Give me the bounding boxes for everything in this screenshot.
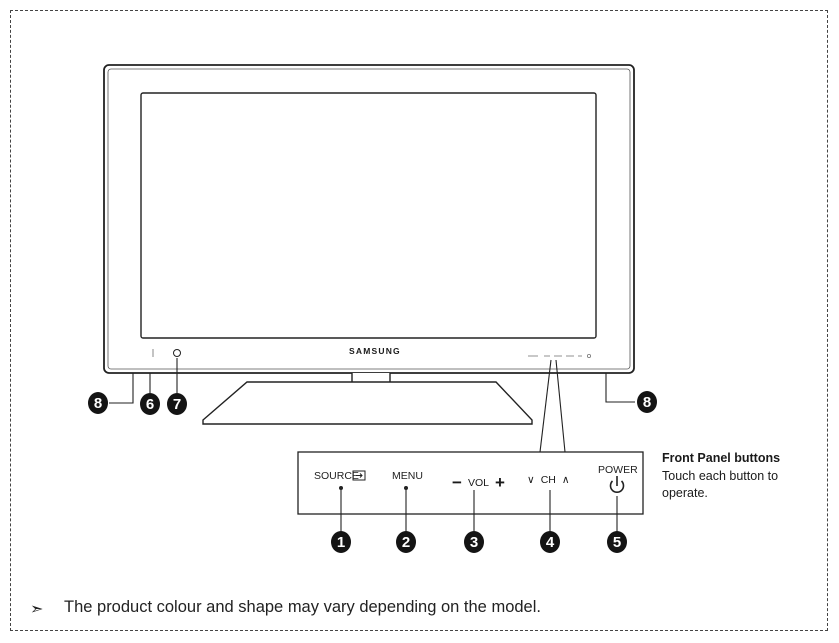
front-panel-description: Touch each button to operate. bbox=[662, 469, 779, 500]
tv-bezel-inner bbox=[107, 68, 631, 370]
leader-line-8-left bbox=[109, 373, 134, 404]
power-icon bbox=[609, 476, 625, 493]
callout-7: 7 bbox=[167, 393, 187, 415]
callout-1: 1 bbox=[331, 531, 351, 553]
power-button-label[interactable]: POWER bbox=[598, 464, 638, 476]
brand-logo: SAMSUNG bbox=[349, 346, 401, 356]
channel-control[interactable]: ∨ CH ∧ bbox=[527, 474, 570, 486]
tv-stand-base bbox=[202, 381, 533, 425]
zoom-leader-right bbox=[555, 359, 566, 453]
callout-8-left: 8 bbox=[88, 392, 108, 414]
leader-line-8-right bbox=[605, 373, 635, 403]
front-panel-box bbox=[297, 451, 644, 515]
volume-down-icon[interactable]: − bbox=[452, 473, 462, 492]
callout-6: 6 bbox=[140, 393, 160, 415]
callout-8-right: 8 bbox=[637, 391, 657, 413]
callout-3: 3 bbox=[464, 531, 484, 553]
source-input-icon bbox=[352, 470, 366, 481]
source-button-dot[interactable] bbox=[339, 486, 343, 490]
power-indicator bbox=[173, 349, 181, 357]
callout-2: 2 bbox=[396, 531, 416, 553]
zoom-leader-left bbox=[539, 359, 552, 453]
source-button-label[interactable]: SOURCE bbox=[314, 470, 359, 482]
dashed-border-frame bbox=[10, 10, 828, 631]
volume-control[interactable]: − VOL + bbox=[452, 474, 505, 491]
channel-up-icon[interactable]: ∧ bbox=[561, 474, 570, 486]
channel-down-icon[interactable]: ∨ bbox=[527, 474, 535, 486]
note-arrow-icon: ➣ bbox=[30, 601, 44, 618]
tv-screen bbox=[140, 92, 597, 339]
callout-4: 4 bbox=[540, 531, 560, 553]
menu-button-dot[interactable] bbox=[404, 486, 408, 490]
front-panel-title: Front Panel buttons bbox=[662, 451, 781, 465]
callout-5: 5 bbox=[607, 531, 627, 553]
channel-label: CH bbox=[540, 474, 556, 486]
volume-up-icon[interactable]: + bbox=[494, 473, 505, 492]
menu-button-label[interactable]: MENU bbox=[392, 470, 423, 482]
model-variation-note: The product colour and shape may vary de… bbox=[64, 598, 541, 616]
bezel-button-marks bbox=[528, 353, 592, 358]
volume-label: VOL bbox=[467, 476, 489, 489]
